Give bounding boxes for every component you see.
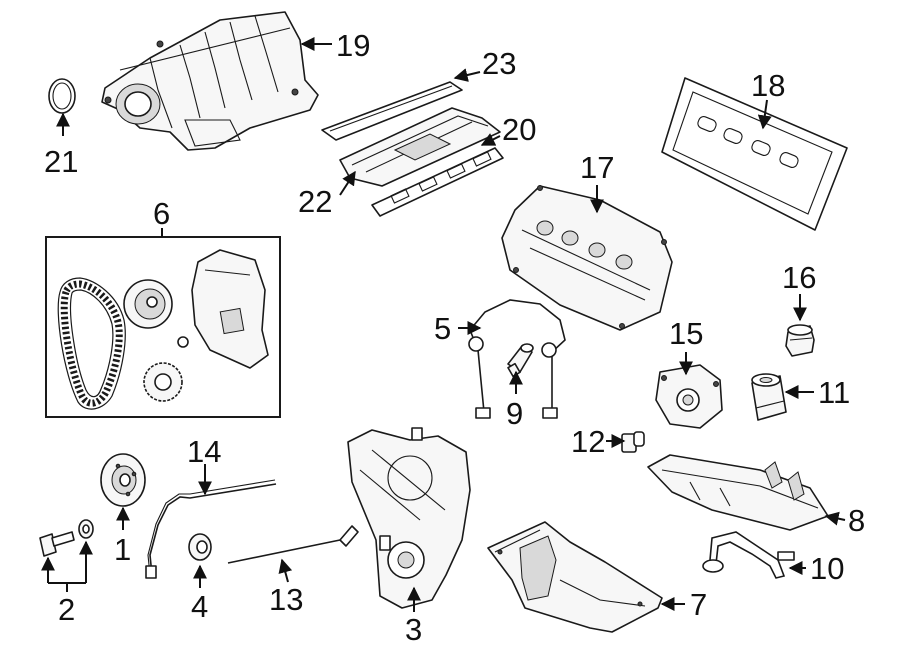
callout-15: 15 <box>669 316 703 351</box>
dipstick-tube <box>145 479 277 579</box>
timing-kit <box>45 236 281 418</box>
callout-3: 3 <box>405 612 422 647</box>
callout-1: 1 <box>114 532 131 567</box>
oil-pan <box>487 521 663 633</box>
oil-filler-cap <box>785 324 815 357</box>
callout-8: 8 <box>848 503 865 538</box>
leader-lines <box>41 37 846 612</box>
valve-cover-gasket <box>661 77 848 231</box>
callout-labels: 19 23 20 22 21 18 17 6 5 9 15 16 11 12 8… <box>44 28 865 647</box>
callout-16: 16 <box>782 260 816 295</box>
callout-20: 20 <box>502 112 536 147</box>
callout-6: 6 <box>153 196 170 231</box>
callout-12: 12 <box>571 424 605 459</box>
callout-13: 13 <box>269 582 303 617</box>
callout-2: 2 <box>58 592 75 627</box>
callout-19: 19 <box>336 28 370 63</box>
callout-9: 9 <box>506 396 523 431</box>
crank-seal <box>188 533 212 561</box>
callout-17: 17 <box>580 150 614 185</box>
crank-pulley <box>100 453 146 507</box>
dipstick <box>227 525 359 564</box>
callout-21: 21 <box>44 144 78 179</box>
windage-tray <box>647 454 829 531</box>
callout-4: 4 <box>191 589 208 624</box>
callout-5: 5 <box>434 311 451 346</box>
intake-manifold <box>101 11 319 151</box>
callout-11: 11 <box>818 375 850 410</box>
oil-filter <box>751 373 787 421</box>
bolt-washer <box>39 519 94 557</box>
callout-18: 18 <box>751 68 785 103</box>
fitting <box>621 431 645 453</box>
sensor <box>507 343 534 378</box>
manifold-gasket-upper <box>321 81 463 141</box>
callout-22: 22 <box>298 184 332 219</box>
o-ring <box>48 78 76 114</box>
callout-7: 7 <box>690 587 707 622</box>
valve-cover <box>501 185 673 331</box>
manifold-tray <box>339 107 501 187</box>
callout-10: 10 <box>810 551 844 586</box>
front-timing-cover <box>347 427 471 609</box>
oil-pump <box>655 364 723 429</box>
oil-pickup-tube <box>702 531 795 579</box>
callout-23: 23 <box>482 46 516 81</box>
callout-14: 14 <box>187 434 221 469</box>
timing-cover-gasket <box>468 299 566 419</box>
manifold-gasket-lower <box>371 147 504 217</box>
